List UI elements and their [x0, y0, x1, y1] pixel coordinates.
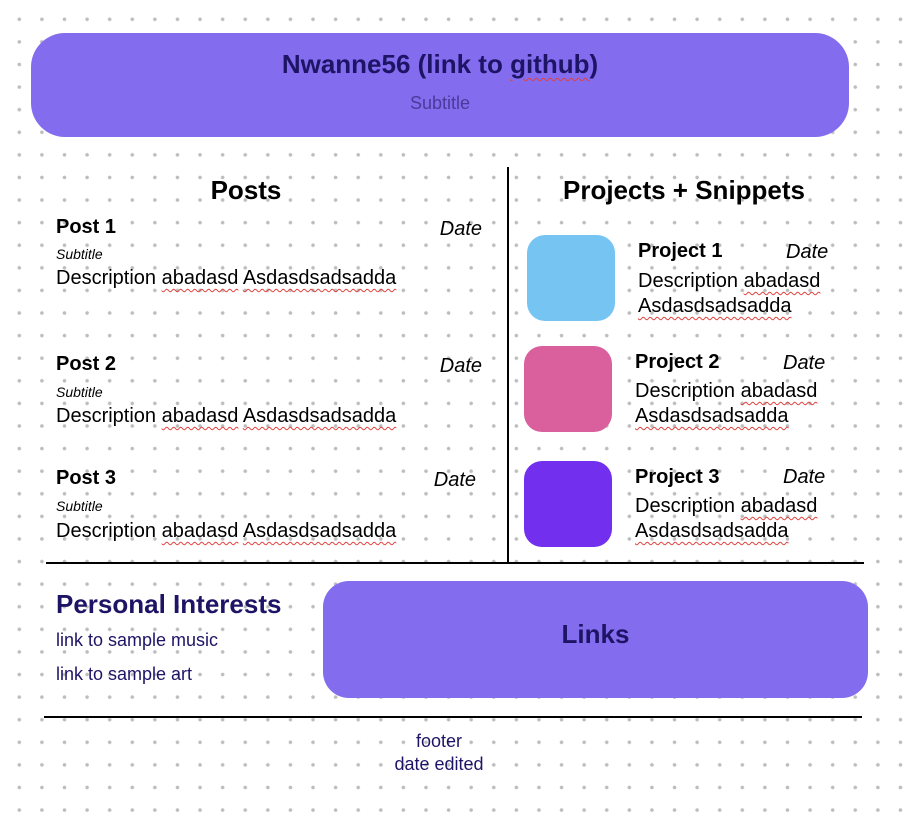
site-title: Nwanne56 (link to github)	[31, 49, 849, 80]
post-subtitle: Subtitle	[56, 498, 103, 514]
links-label: Links	[561, 619, 630, 649]
project-description-word-a: abadasd	[743, 270, 821, 292]
posts-heading: Posts	[210, 175, 282, 205]
music-link[interactable]: link to sample music	[56, 630, 219, 650]
project-description-word: Description	[635, 380, 736, 402]
footer-label: footer	[415, 731, 463, 751]
project-date: Date	[783, 466, 826, 488]
post-description-word-a: abadasd	[161, 520, 239, 542]
post-item[interactable]: Post 2 Date Subtitle Description abadasd…	[56, 353, 484, 433]
art-link[interactable]: link to sample art	[56, 664, 193, 684]
project-date: Date	[783, 352, 826, 374]
header-banner: Nwanne56 (link to github) Subtitle	[31, 33, 849, 137]
post-date: Date	[433, 469, 476, 491]
project-description-word-b: Asdasdsadsadda	[635, 520, 789, 542]
project-title: Project 1	[638, 240, 723, 262]
post-description-word: Description	[56, 520, 157, 542]
project-description-word-a: abadasd	[740, 495, 818, 517]
project-date: Date	[786, 241, 829, 263]
projects-heading: Projects + Snippets	[562, 175, 806, 205]
post-title: Post 1	[56, 216, 117, 238]
post-title: Post 2	[56, 353, 117, 375]
interests-heading: Personal Interests	[56, 589, 282, 619]
post-item[interactable]: Post 1 Date Subtitle Description abadasd…	[56, 216, 484, 296]
project-description-word-b: Asdasdsadsadda	[635, 405, 789, 427]
site-title-suffix: )	[589, 49, 599, 79]
project-thumbnail	[527, 235, 615, 321]
post-subtitle: Subtitle	[56, 246, 103, 262]
post-title: Post 3	[56, 467, 117, 489]
project-description-word: Description	[635, 495, 736, 517]
post-description: Description abadasd Asdasdsadsadda	[56, 266, 396, 291]
project-description-word: Description	[638, 270, 739, 292]
post-description-word-a: abadasd	[161, 267, 239, 289]
post-subtitle: Subtitle	[56, 384, 103, 400]
post-description-word-b: Asdasdsadsadda	[242, 405, 397, 427]
post-description-word-b: Asdasdsadsadda	[242, 520, 397, 542]
post-description-word: Description	[56, 405, 157, 427]
project-thumbnail	[524, 461, 612, 547]
post-description: Description abadasd Asdasdsadsadda	[56, 519, 396, 544]
post-description-word-b: Asdasdsadsadda	[242, 267, 397, 289]
post-description-word-a: abadasd	[161, 405, 239, 427]
site-title-prefix: Nwanne56 (link to	[281, 49, 511, 79]
project-title: Project 2	[635, 351, 720, 373]
links-panel[interactable]: Links	[323, 581, 868, 698]
site-subtitle: Subtitle	[409, 93, 471, 113]
post-description-word: Description	[56, 267, 157, 289]
project-thumbnail	[524, 346, 612, 432]
post-date: Date	[439, 218, 482, 240]
project-title: Project 3	[635, 466, 720, 488]
footer-divider	[44, 716, 862, 718]
project-description-word-a: abadasd	[740, 380, 818, 402]
project-description-word-b: Asdasdsadsadda	[638, 295, 792, 317]
github-link[interactable]: github	[510, 49, 590, 79]
post-description: Description abadasd Asdasdsadsadda	[56, 404, 396, 429]
footer-date-edited: date edited	[394, 754, 484, 774]
column-divider	[507, 167, 509, 563]
post-date: Date	[439, 355, 482, 377]
section-divider	[46, 562, 864, 564]
post-item[interactable]: Post 3 Date Subtitle Description abadasd…	[56, 467, 478, 547]
